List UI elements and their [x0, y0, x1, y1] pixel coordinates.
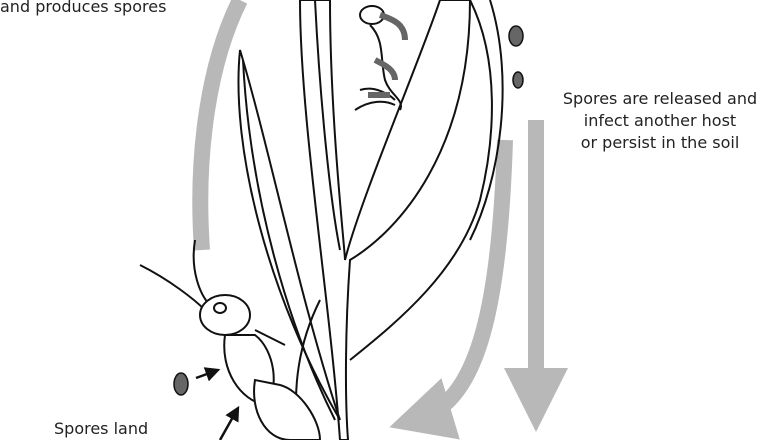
cycle-arrow-left: [192, 0, 248, 251]
label-spores-released: Spores are released and infect another h…: [540, 88, 780, 154]
spore-arrow: [195, 367, 221, 382]
label-spores-land: Spores land: [54, 419, 149, 438]
label-line: Spores are released and: [562, 89, 758, 108]
ant-bottom: [139, 239, 322, 440]
fungal-growth: [368, 12, 408, 98]
label-produces-spores: and produces spores: [0, 0, 167, 16]
spore: [173, 372, 189, 396]
spore-arrow: [218, 405, 240, 440]
spore: [512, 71, 524, 89]
spore: [508, 25, 524, 47]
label-line: or persist in the soil: [580, 133, 740, 152]
cycle-arrow-curve: [389, 139, 513, 440]
label-line: infect another host: [583, 111, 737, 130]
